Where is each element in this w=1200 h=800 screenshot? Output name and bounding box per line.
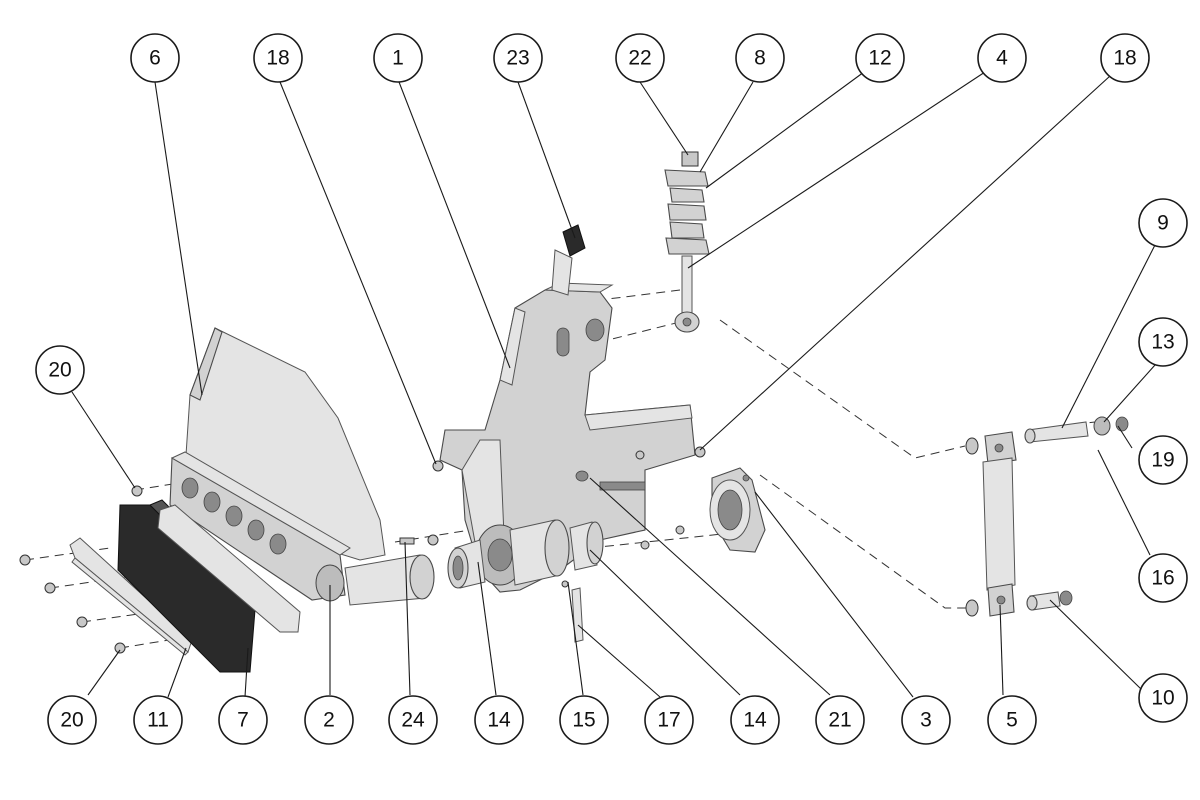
callout-14-right: 14: [730, 695, 780, 745]
callout-24: 24: [388, 695, 438, 745]
svg-text:14: 14: [487, 709, 511, 732]
svg-text:11: 11: [147, 709, 169, 732]
svg-text:20: 20: [60, 709, 83, 732]
callout-21: 21: [815, 695, 865, 745]
svg-text:5: 5: [1006, 709, 1018, 732]
part-3-flange-bearing: [709, 467, 766, 553]
svg-text:7: 7: [237, 709, 249, 732]
callout-4: 4: [977, 33, 1027, 83]
part-backing-plate: [157, 504, 301, 633]
leader-lines: [71, 71, 1156, 698]
callout-19: 19: [1138, 435, 1188, 485]
part-2-arm: [169, 451, 435, 606]
callout-12: 12: [855, 33, 905, 83]
svg-text:6: 6: [149, 47, 161, 70]
callout-7: 7: [218, 695, 268, 745]
callout-18-top-right: 18: [1100, 33, 1150, 83]
svg-text:15: 15: [572, 709, 595, 732]
fasteners: [19, 446, 706, 654]
svg-text:23: 23: [506, 47, 529, 70]
svg-text:22: 22: [628, 47, 651, 70]
part-1-main-frame: [439, 282, 696, 593]
svg-text:18: 18: [1113, 47, 1136, 70]
svg-text:9: 9: [1157, 212, 1169, 235]
svg-text:18: 18: [266, 47, 289, 70]
callout-8: 8: [735, 33, 785, 83]
part-23-sensor: [551, 224, 586, 296]
callout-3: 3: [901, 695, 951, 745]
callout-15: 15: [559, 695, 609, 745]
callout-5: 5: [987, 695, 1037, 745]
callout-9: 9: [1138, 198, 1188, 248]
svg-text:13: 13: [1151, 331, 1174, 354]
callout-14-left: 14: [474, 695, 524, 745]
svg-text:1: 1: [392, 47, 404, 70]
svg-text:21: 21: [828, 709, 851, 732]
svg-text:10: 10: [1151, 687, 1174, 710]
part-11-plate: [69, 537, 193, 656]
callout-16: 16: [1138, 553, 1188, 603]
callout-1: 1: [373, 33, 423, 83]
svg-text:3: 3: [920, 709, 932, 732]
svg-text:16: 16: [1151, 567, 1174, 590]
svg-text:12: 12: [868, 47, 891, 70]
part-5-cylinder: [965, 431, 1017, 617]
svg-text:17: 17: [657, 709, 680, 732]
callout-23: 23: [493, 33, 543, 83]
svg-text:20: 20: [48, 359, 71, 382]
callout-6: 6: [130, 33, 180, 83]
part-9-pin: [1024, 416, 1129, 444]
svg-text:19: 19: [1151, 449, 1174, 472]
callout-11: 11: [133, 695, 183, 745]
svg-text:14: 14: [743, 709, 767, 732]
callout-20-bottom: 20: [47, 695, 97, 745]
callout-17: 17: [644, 695, 694, 745]
callout-13: 13: [1138, 317, 1188, 367]
part-14-bushing-right: [569, 521, 604, 571]
callout-22: 22: [615, 33, 665, 83]
callout-10: 10: [1138, 673, 1188, 723]
part-14-bushing-left: [447, 539, 486, 589]
callout-20-top: 20: [35, 345, 85, 395]
svg-text:8: 8: [754, 47, 766, 70]
part-10-pin: [1026, 590, 1073, 611]
callout-18-top-left: 18: [253, 33, 303, 83]
svg-text:2: 2: [323, 709, 335, 732]
part-22-8-12-4-stack: [664, 151, 710, 333]
svg-text:4: 4: [996, 47, 1008, 70]
svg-text:24: 24: [401, 709, 425, 732]
callout-2: 2: [304, 695, 354, 745]
